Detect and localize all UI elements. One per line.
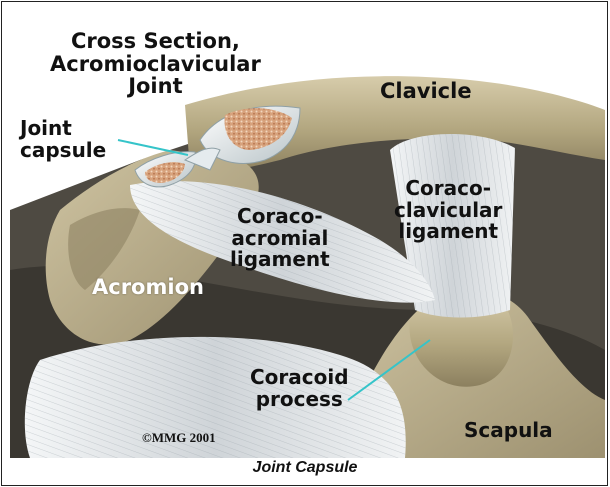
label-clavicle: Clavicle	[380, 80, 472, 103]
label-scapula: Scapula	[464, 420, 553, 442]
copyright-credit: ©MMG 2001	[142, 430, 216, 446]
label-acromion: Acromion	[92, 276, 204, 299]
figure-caption: Joint Capsule	[0, 459, 610, 477]
